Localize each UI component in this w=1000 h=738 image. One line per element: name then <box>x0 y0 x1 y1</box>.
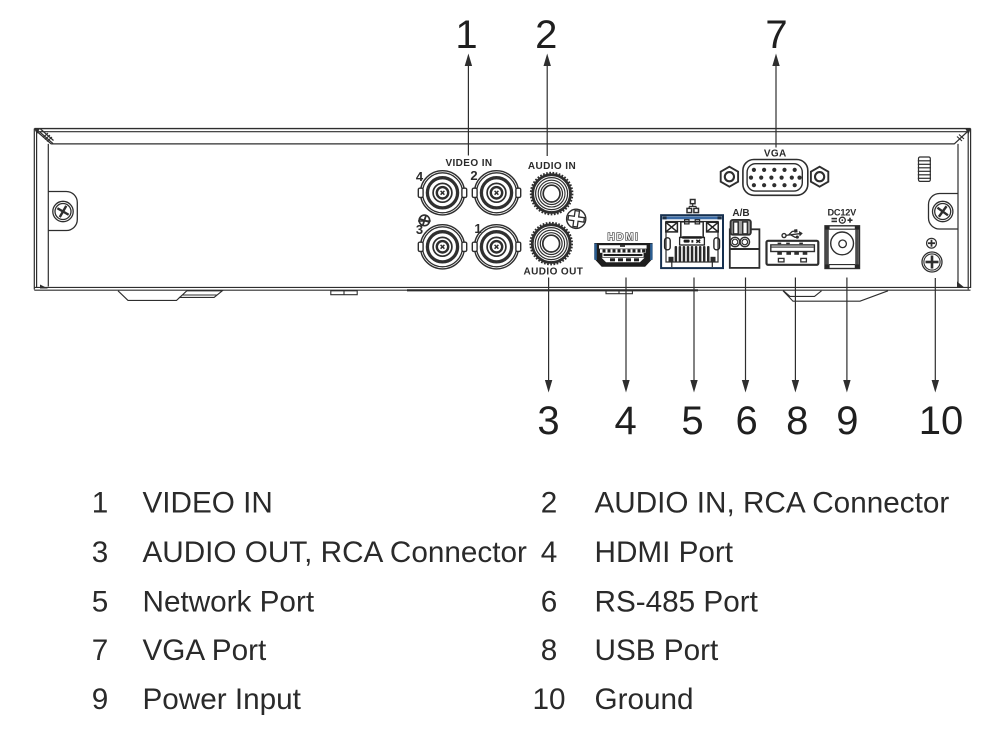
svg-text:7: 7 <box>765 13 787 57</box>
svg-text:7: 7 <box>92 634 109 667</box>
svg-text:RS-485 Port: RS-485 Port <box>595 586 759 619</box>
svg-text:10: 10 <box>919 399 964 443</box>
svg-text:AUDIO OUT: AUDIO OUT <box>524 267 584 278</box>
svg-text:VIDEO IN: VIDEO IN <box>445 158 492 169</box>
svg-text:USB Port: USB Port <box>595 634 719 667</box>
svg-text:5: 5 <box>92 586 109 619</box>
svg-text:1: 1 <box>92 486 109 519</box>
svg-text:5: 5 <box>681 399 703 443</box>
svg-text:4: 4 <box>541 536 558 569</box>
svg-text:6: 6 <box>541 586 558 619</box>
svg-text:3: 3 <box>416 222 423 237</box>
svg-text:4: 4 <box>614 399 636 443</box>
svg-text:HDMI: HDMI <box>608 232 640 243</box>
svg-text:2: 2 <box>470 168 477 183</box>
svg-text:2: 2 <box>541 486 558 519</box>
svg-text:3: 3 <box>537 399 559 443</box>
svg-text:Ground: Ground <box>595 683 694 716</box>
svg-text:9: 9 <box>836 399 858 443</box>
svg-text:Power Input: Power Input <box>143 683 302 716</box>
svg-text:AUDIO IN: AUDIO IN <box>528 161 576 172</box>
svg-text:DC12V: DC12V <box>827 207 857 217</box>
svg-text:VIDEO IN: VIDEO IN <box>143 486 273 519</box>
svg-text:HDMI Port: HDMI Port <box>595 536 734 569</box>
svg-text:VGA Port: VGA Port <box>143 634 268 667</box>
svg-text:1: 1 <box>455 13 477 57</box>
svg-text:Network Port: Network Port <box>143 586 315 619</box>
svg-text:10: 10 <box>532 683 565 716</box>
svg-text:8: 8 <box>541 634 558 667</box>
svg-text:VGA: VGA <box>764 148 787 159</box>
svg-text:8: 8 <box>786 399 808 443</box>
svg-text:4: 4 <box>416 169 424 184</box>
svg-text:1: 1 <box>474 221 481 236</box>
svg-text:AUDIO IN, RCA Connector: AUDIO IN, RCA Connector <box>595 486 950 519</box>
svg-text:AUDIO OUT, RCA Connector: AUDIO OUT, RCA Connector <box>143 536 528 569</box>
svg-text:6: 6 <box>735 399 757 443</box>
svg-text:2: 2 <box>535 13 557 57</box>
svg-text:9: 9 <box>92 683 109 716</box>
svg-text:3: 3 <box>92 536 109 569</box>
svg-text:A/B: A/B <box>732 208 749 219</box>
